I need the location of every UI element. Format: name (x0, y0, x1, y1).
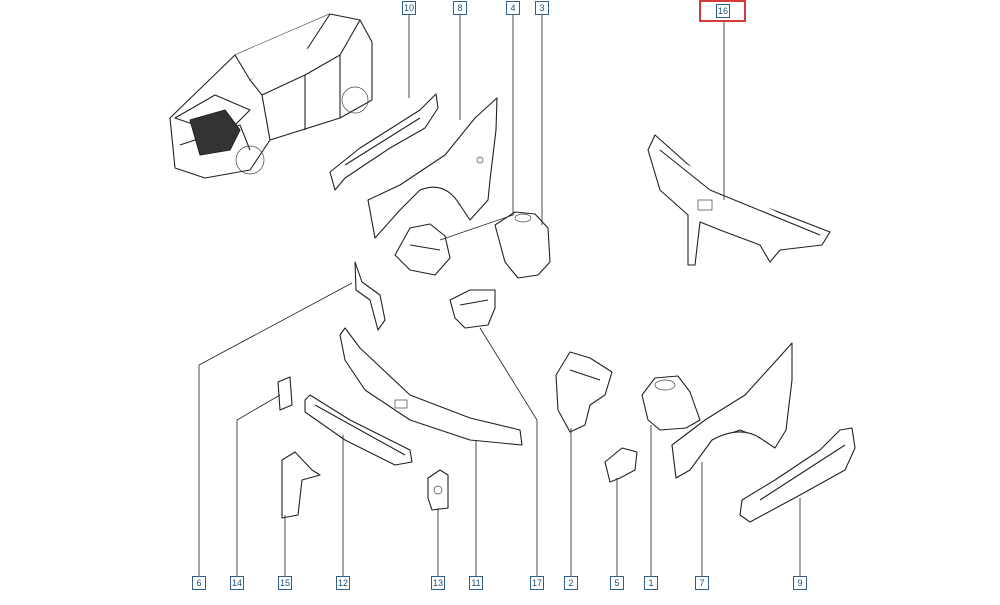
callout-11[interactable]: 11 (469, 576, 483, 590)
part-9-wheel-arch (739, 427, 856, 523)
part-12-beam (304, 394, 413, 466)
vehicle-illustration (169, 13, 373, 179)
callout-6[interactable]: 6 (192, 576, 206, 590)
callout-1[interactable]: 1 (644, 576, 658, 590)
part-7-fender (671, 342, 793, 479)
callout-8[interactable]: 8 (453, 1, 467, 15)
part-8-front-fender (367, 97, 498, 239)
callout-16[interactable]: 16 (716, 4, 730, 18)
leader-17 (479, 327, 538, 576)
part-16-upper-crossmember (647, 134, 831, 266)
part-13-plate (427, 469, 449, 511)
callout-13[interactable]: 13 (431, 576, 445, 590)
leader-6 (198, 282, 353, 576)
part-11-lower-crossmember (339, 327, 523, 446)
part-14-clip (277, 376, 293, 411)
callout-3[interactable]: 3 (535, 1, 549, 15)
part-6-small-bracket (354, 261, 386, 331)
part-5-small-plate (604, 447, 638, 483)
highlight-box (699, 0, 746, 22)
leader-lines (198, 14, 801, 576)
callout-17[interactable]: 17 (530, 576, 544, 590)
callout-4[interactable]: 4 (506, 1, 520, 15)
callout-7[interactable]: 7 (695, 576, 709, 590)
callout-10[interactable]: 10 (402, 1, 416, 15)
part-2-bracket-assembly (555, 351, 613, 433)
part-10-upper-rail (329, 93, 439, 191)
part-3-strut-tower (494, 211, 551, 279)
part-17-mount (449, 289, 496, 329)
callout-2[interactable]: 2 (564, 576, 578, 590)
part-1-strut-tower (641, 375, 701, 431)
callout-14[interactable]: 14 (230, 576, 244, 590)
part-4-bracket (394, 223, 451, 276)
leader-14 (236, 394, 281, 576)
callout-5[interactable]: 5 (610, 576, 624, 590)
callout-9[interactable]: 9 (793, 576, 807, 590)
leader-4 (439, 14, 514, 241)
callout-15[interactable]: 15 (278, 576, 292, 590)
part-15-post (281, 451, 321, 519)
callout-12[interactable]: 12 (336, 576, 350, 590)
